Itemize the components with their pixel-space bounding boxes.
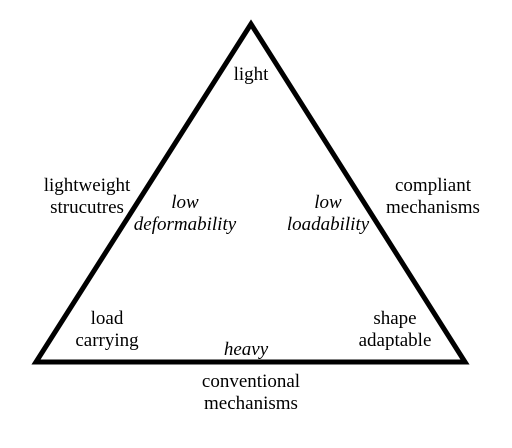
vertex-bottom-left-label: load carrying: [75, 308, 139, 351]
right-edge-inside-label: low loadability: [286, 192, 370, 235]
left-edge-outside-label: lightweight strucutres: [43, 175, 131, 218]
vertex-top-label: light: [233, 64, 269, 85]
vertex-bottom-right-label: shape adaptable: [358, 308, 432, 351]
bottom-edge-outside-label: conventional mechanisms: [201, 371, 301, 414]
right-edge-outside-label: compliant mechanisms: [386, 175, 480, 218]
triangle-outline: [31, 19, 470, 365]
bottom-edge-inside-label: heavy: [223, 339, 269, 360]
left-edge-inside-label: low deformability: [133, 192, 237, 235]
